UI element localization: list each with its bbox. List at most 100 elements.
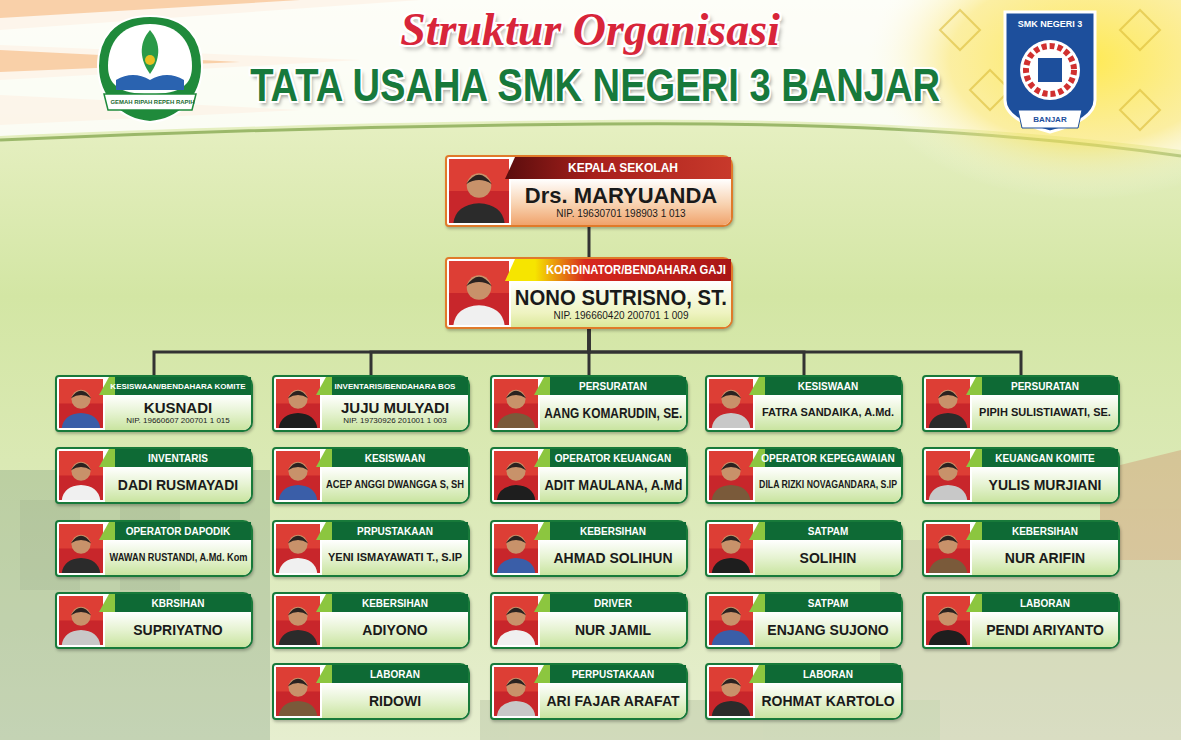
photo-body xyxy=(62,558,100,573)
staff-card: OPERATOR KEUANGANADIT MAULANA, A.Md xyxy=(490,447,688,504)
photo-head xyxy=(71,535,90,554)
photo-body xyxy=(279,485,317,500)
name-panel: WAWAN RUSTANDI, A.Md. Kom xyxy=(105,540,251,575)
photo-body xyxy=(62,413,100,428)
ornament xyxy=(1120,90,1160,130)
photo-hair xyxy=(466,277,492,287)
staff-card: PERSURATANPIPIH SULISTIAWATI, SE. xyxy=(922,375,1120,432)
name-panel: JUJU MULYADINIP. 19730926 201001 1 003 xyxy=(322,395,468,430)
name-panel: PIPIH SULISTIAWATI, SE. xyxy=(972,395,1118,430)
photo-body xyxy=(497,558,535,573)
ornament xyxy=(1120,10,1160,50)
staff-card: LABORANRIDOWI xyxy=(272,663,470,720)
leader-card: KORDINATOR/BENDAHARA GAJINONO SUTRISNO, … xyxy=(445,257,733,329)
role-band: LABORAN xyxy=(316,665,468,683)
role-title: SATPAM xyxy=(808,597,849,610)
photo-ground xyxy=(709,524,753,573)
role-band: KEPALA SEKOLAH xyxy=(505,157,731,179)
role-title: OPERATOR DAPODIK xyxy=(126,525,231,538)
name-panel: ACEP ANGGI DWANGGA S, SH xyxy=(322,467,468,502)
photo-ground xyxy=(59,451,103,500)
photo-hair xyxy=(721,536,741,543)
script-heading-box: Struktur Organisasi xyxy=(380,0,800,60)
role-band: OPERATOR KEUANGAN xyxy=(534,449,686,467)
role-band: KEUANGAN KOMITE xyxy=(966,449,1118,467)
photo-hair xyxy=(721,391,741,398)
logo-gear xyxy=(1026,46,1074,94)
name-panel: NONO SUTRISNO, ST.NIP. 196660420 200701 … xyxy=(511,281,731,327)
role-title: PRPUSTAKAAN xyxy=(357,525,433,538)
id-number: NIP. 196660420 200701 1 009 xyxy=(554,310,689,322)
name-panel: ENJANG SUJONO xyxy=(755,612,901,647)
photo-head xyxy=(71,462,90,481)
photo-hair xyxy=(938,536,958,543)
photo-placeholder xyxy=(274,377,322,430)
staff-card: KEBERSIHANADIYONO xyxy=(272,592,470,649)
role-title: LABORAN xyxy=(1020,597,1070,610)
photo-head xyxy=(721,607,740,626)
photo-body xyxy=(279,413,317,428)
photo-hair xyxy=(938,463,958,470)
role-band: SATPAM xyxy=(749,522,901,540)
role-band: KEBERSIHAN xyxy=(316,594,468,612)
photo-placeholder xyxy=(492,522,540,575)
school-city: BANJAR xyxy=(1033,115,1066,125)
photo-hair xyxy=(71,391,91,398)
photo-body xyxy=(453,305,504,325)
photo-hair xyxy=(288,536,308,543)
photo-ground xyxy=(494,451,538,500)
photo-placeholder xyxy=(57,377,105,430)
role-title: OPERATOR KEUANGAN xyxy=(555,452,671,465)
person-name: NUR JAMIL xyxy=(575,622,651,638)
photo-ground xyxy=(926,451,970,500)
photo-body xyxy=(279,630,317,645)
person-name: ROHMAT KARTOLO xyxy=(761,693,894,709)
photo-placeholder xyxy=(492,377,540,430)
photo-head xyxy=(721,678,740,697)
name-panel: YULIS MURJIANI xyxy=(972,467,1118,502)
id-number: NIP. 19730926 201001 1 003 xyxy=(343,416,447,426)
photo-body xyxy=(497,701,535,716)
photo-body xyxy=(453,203,504,223)
school-name: SMK NEGERI 3 xyxy=(1018,18,1083,30)
photo-hair xyxy=(938,608,958,615)
id-number: NIP. 19660607 200701 1 015 xyxy=(126,416,230,426)
emblem-shield xyxy=(98,16,202,122)
photo-hair xyxy=(71,463,91,470)
photo-ground xyxy=(494,667,538,716)
script-heading: Struktur Organisasi xyxy=(400,2,780,58)
photo-ground xyxy=(276,451,320,500)
person-name: DILA RIZKI NOVAGANDARA, S.IP xyxy=(759,478,897,491)
photo-ground xyxy=(449,261,509,325)
staff-card: KBRSIHANSUPRIYATNO xyxy=(55,592,253,649)
title-box: TATA USAHA SMK NEGERI 3 BANJAR xyxy=(230,56,960,114)
photo-placeholder xyxy=(447,157,511,225)
photo-placeholder xyxy=(492,594,540,647)
role-title: KEBERSIHAN xyxy=(1012,525,1078,538)
photo-body xyxy=(279,701,317,716)
name-panel: PENDI ARIYANTO xyxy=(972,612,1118,647)
photo-hair xyxy=(506,608,526,615)
person-name: DADI RUSMAYADI xyxy=(118,477,238,493)
name-panel: ARI FAJAR ARAFAT xyxy=(540,683,686,718)
name-panel: KUSNADINIP. 19660607 200701 1 015 xyxy=(105,395,251,430)
photo-head xyxy=(71,390,90,409)
faded-building xyxy=(0,450,1181,740)
staff-card: INVENTARIS/BENDAHARA BOS JUJU MULYADINIP.… xyxy=(272,375,470,432)
staff-card: PERPUSTAKAANARI FAJAR ARAFAT xyxy=(490,663,688,720)
photo-head xyxy=(506,678,525,697)
photo-ground xyxy=(926,524,970,573)
photo-body xyxy=(929,413,967,428)
person-name: YENI ISMAYAWATI T., S.IP xyxy=(328,551,462,564)
staff-card: OPERATOR KEPEGAWAIANDILA RIZKI NOVAGANDA… xyxy=(705,447,903,504)
photo-hair xyxy=(721,608,741,615)
role-title: INVENTARIS/BENDAHARA BOS xyxy=(335,381,456,392)
photo-head xyxy=(288,390,307,409)
staff-card: KEBERSIHANNUR ARIFIN xyxy=(922,520,1120,577)
role-title: KEBERSIHAN xyxy=(580,525,646,538)
photo-hair xyxy=(938,391,958,398)
photo-placeholder xyxy=(274,594,322,647)
photo-placeholder xyxy=(57,594,105,647)
person-name: WAWAN RUSTANDI, A.Md. Kom xyxy=(109,551,247,564)
